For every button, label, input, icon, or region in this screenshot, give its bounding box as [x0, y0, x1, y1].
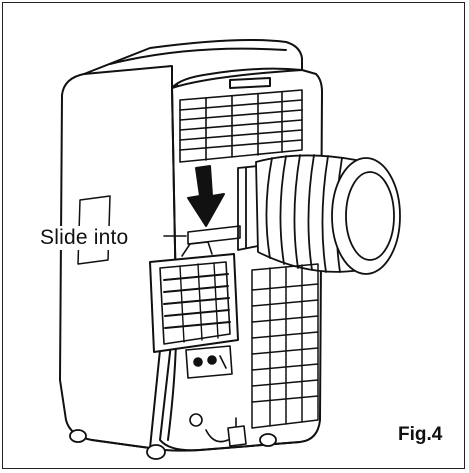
down-arrow-icon — [187, 165, 225, 227]
upper-grille — [179, 89, 303, 163]
drain-plug — [189, 413, 247, 447]
slide-into-label: Slide into — [38, 226, 131, 250]
filter-cartridge — [149, 225, 241, 353]
figure-label: Fig.4 — [398, 424, 443, 445]
lower-grille — [251, 263, 319, 429]
drain-panel — [185, 345, 233, 379]
wheels — [69, 429, 277, 460]
exhaust-hose — [237, 154, 401, 275]
